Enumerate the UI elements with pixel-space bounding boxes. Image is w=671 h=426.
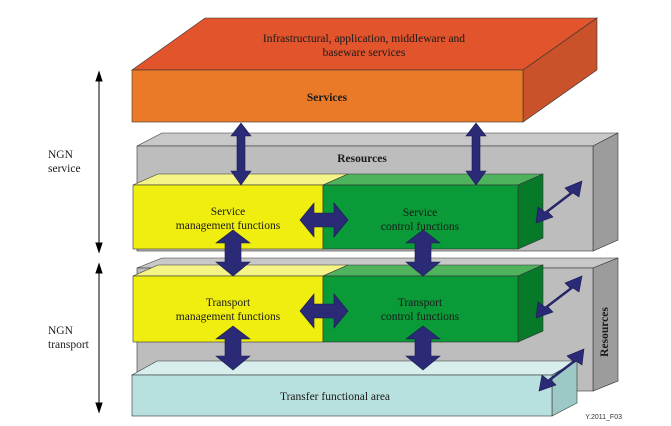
figure-code: Y.2011_F03 bbox=[585, 414, 622, 421]
arrow-transport-ctrl-transfer bbox=[405, 325, 441, 371]
infrastructure-label-line2: baseware services bbox=[323, 47, 406, 59]
transport-mgmt-label-line2: management functions bbox=[176, 311, 281, 323]
service-mgmt-label-line1: Service bbox=[211, 206, 245, 218]
arrow-service-ctrl-transport-ctrl bbox=[405, 229, 441, 277]
resources-service-top bbox=[136, 132, 619, 147]
arrow-service-ctrl-resources bbox=[535, 180, 583, 224]
service-ctrl-top bbox=[322, 173, 544, 186]
transfer-front bbox=[131, 374, 553, 417]
services-label: Services bbox=[307, 92, 348, 104]
resources-top-label: Resources bbox=[337, 153, 387, 165]
services-front bbox=[131, 69, 524, 123]
service-mgmt-label-line2: management functions bbox=[176, 220, 281, 232]
transfer-top bbox=[130, 360, 579, 376]
arrow-transport-mgmt-ctrl bbox=[299, 293, 349, 329]
transport-mgmt-label-line1: Transport bbox=[206, 297, 251, 309]
arrow-transport-ctrl-resources bbox=[535, 275, 583, 319]
ngn-service-label-line1: NGN bbox=[48, 149, 74, 161]
arrow-service-mgmt-transport-mgmt bbox=[215, 229, 251, 277]
transport-ctrl-label-line2: control functions bbox=[381, 311, 460, 323]
transfer-box bbox=[130, 360, 579, 417]
services-block bbox=[131, 17, 598, 123]
service-ctrl-label-line2: control functions bbox=[381, 221, 460, 233]
arrow-services-to-service-ctrl bbox=[465, 122, 487, 186]
resources-side-label: Resources bbox=[599, 307, 611, 357]
service-ctrl-label-line1: Service bbox=[403, 207, 437, 219]
ngn-transport-label-line1: NGN bbox=[48, 325, 74, 337]
service-control-box bbox=[322, 173, 544, 250]
transfer-label: Transfer functional area bbox=[280, 391, 390, 403]
resources-service-side bbox=[592, 132, 619, 252]
infrastructure-label-line1: Infrastructural, application, middleware… bbox=[263, 33, 465, 45]
left-brackets bbox=[95, 70, 103, 414]
arrow-service-mgmt-ctrl bbox=[299, 202, 349, 238]
arrow-transfer-resources bbox=[538, 348, 585, 392]
arrows bbox=[215, 122, 585, 392]
ngn-service-label-line2: service bbox=[48, 163, 81, 175]
arrow-transport-mgmt-transfer bbox=[215, 325, 251, 371]
transport-ctrl-label-line1: Transport bbox=[398, 297, 443, 309]
ngn-transport-label-line2: transport bbox=[48, 339, 90, 351]
arrow-services-to-service-mgmt bbox=[230, 122, 252, 186]
